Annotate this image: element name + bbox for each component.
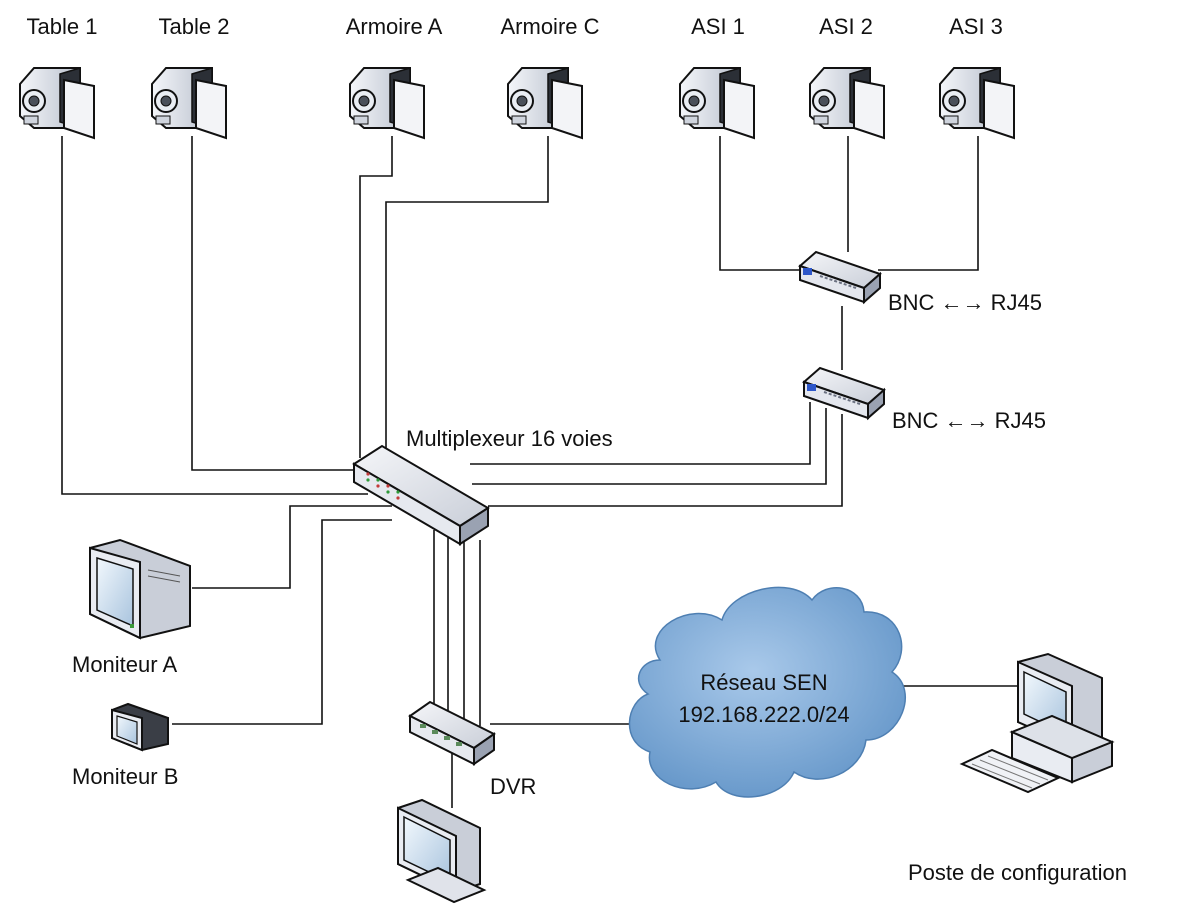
workstation-label: Poste de configuration <box>908 860 1127 885</box>
converter-label-1: BNC ←→ RJ45 <box>888 290 1043 315</box>
monitor-label-a: Moniteur A <box>72 652 178 677</box>
workstation-device <box>959 652 1115 794</box>
camera-label-asi-1: ASI 1 <box>691 14 745 39</box>
camera-table-2 <box>151 67 227 139</box>
converter-icon <box>803 367 885 419</box>
network-cloud <box>628 586 907 798</box>
camera-table-1 <box>19 67 95 139</box>
camera-label-asi-2: ASI 2 <box>819 14 873 39</box>
camera-armoire-a <box>349 67 425 139</box>
camera-label-asi-3: ASI 3 <box>949 14 1003 39</box>
converter-1 <box>799 251 881 303</box>
multiplexer-device <box>352 444 490 546</box>
dvr-device <box>408 700 496 766</box>
camera-icon <box>507 67 583 139</box>
camera-asi-3 <box>939 67 1015 139</box>
dvr-screen-device <box>397 798 487 904</box>
camera-label-armoire-a: Armoire A <box>345 14 443 39</box>
converter-label-2: BNC ←→ RJ45 <box>892 408 1047 433</box>
monitor-a-device <box>89 538 191 640</box>
camera-label-armoire-c: Armoire C <box>500 14 600 39</box>
status-leds <box>366 472 400 500</box>
camera-icon <box>349 67 425 139</box>
camera-icon <box>809 67 885 139</box>
network-subnet: 192.168.222.0/24 <box>678 702 850 727</box>
network-name: Réseau SEN <box>700 670 828 695</box>
camera-icon <box>679 67 755 139</box>
camera-icon <box>939 67 1015 139</box>
camera-armoire-c <box>507 67 583 139</box>
monitor-label-b: Moniteur B <box>72 764 179 789</box>
camera-label-table-2: Table 2 <box>158 14 230 39</box>
connection-lines <box>61 136 1018 808</box>
monitor-b-device <box>111 702 169 752</box>
converter-2 <box>803 367 885 419</box>
camera-icon <box>19 67 95 139</box>
camera-asi-2 <box>809 67 885 139</box>
converter-icon <box>799 251 881 303</box>
multiplexer-label: Multiplexeur 16 voies <box>406 426 613 451</box>
camera-icon <box>151 67 227 139</box>
camera-asi-1 <box>679 67 755 139</box>
camera-label-table-1: Table 1 <box>26 14 98 39</box>
dvr-label: DVR <box>490 774 537 799</box>
